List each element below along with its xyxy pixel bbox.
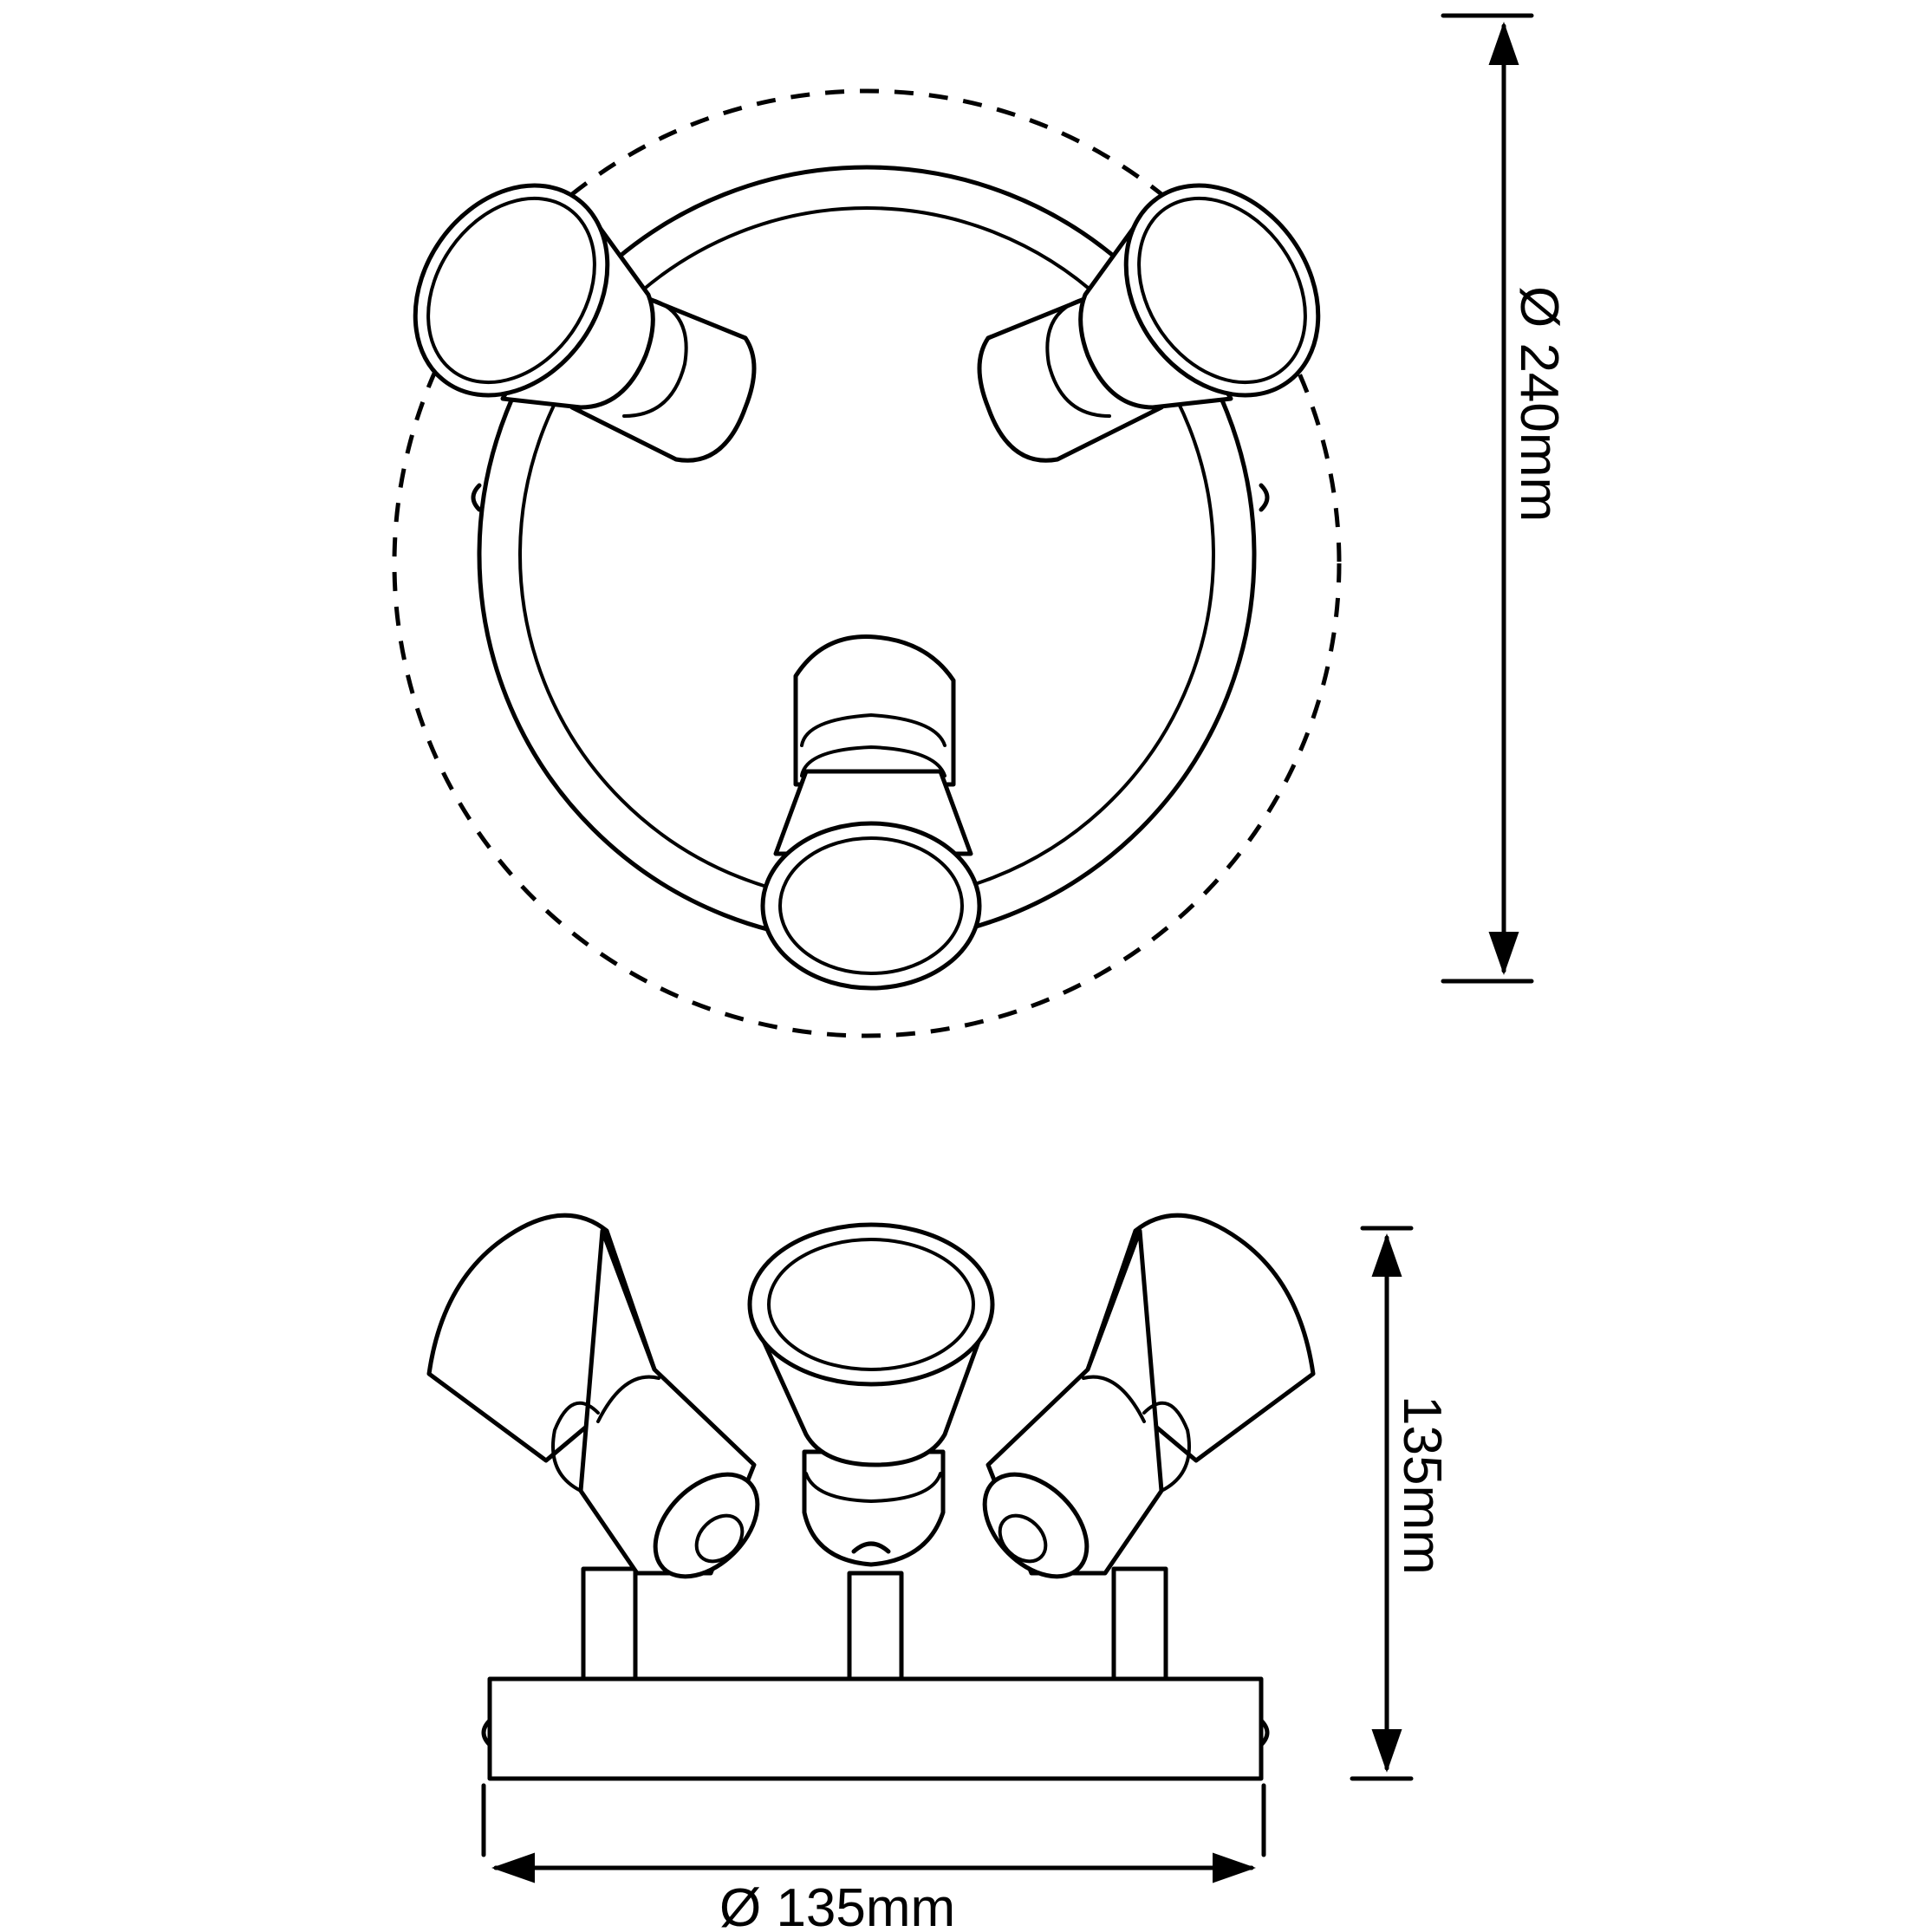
top-view <box>392 88 1342 1038</box>
side-screw-right <box>1259 1718 1270 1747</box>
top-spotlight-right <box>977 183 1321 463</box>
side-screw-left <box>481 1718 492 1747</box>
dimension-bottom-diameter: Ø 135mm <box>481 1783 1266 1932</box>
dimension-top-diameter: Ø 240mm <box>1441 13 1569 984</box>
top-spotlight-left <box>413 183 757 463</box>
top-spotlight-bottom <box>760 634 982 991</box>
base-plate <box>487 1676 1264 1781</box>
side-spotlight-center <box>747 1222 995 1567</box>
screw-left <box>471 483 482 512</box>
side-height-label: 135mm <box>1392 1395 1452 1575</box>
post-center <box>847 1571 904 1682</box>
screw-right <box>1259 483 1270 512</box>
post-right <box>1111 1566 1168 1682</box>
dimension-side-height: 135mm <box>1350 1226 1452 1781</box>
bottom-diameter-label: Ø 135mm <box>719 1878 955 1932</box>
side-spotlight-left <box>426 1213 760 1579</box>
side-view <box>426 1213 1316 1781</box>
outer-diameter-dashed-circle <box>392 88 1342 1038</box>
post-left <box>581 1566 638 1682</box>
side-spotlight-right <box>982 1213 1316 1579</box>
top-diameter-label: Ø 240mm <box>1509 286 1569 522</box>
